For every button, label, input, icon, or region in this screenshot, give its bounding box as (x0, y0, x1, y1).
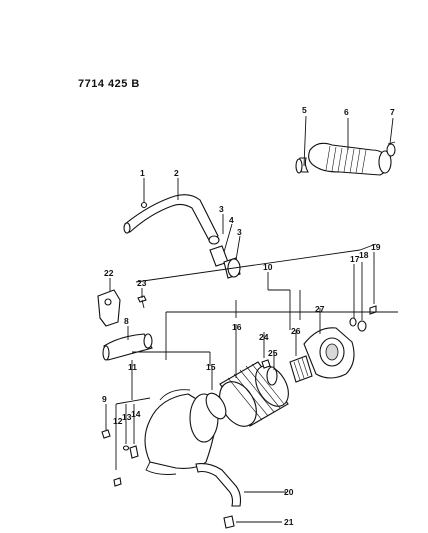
callout-12: 12 (113, 416, 123, 426)
callout-24: 24 (259, 332, 269, 342)
callout-7: 7 (390, 107, 395, 117)
callout-13: 13 (122, 412, 132, 422)
part-17-washer (349, 317, 357, 327)
callout-16: 16 (232, 322, 242, 332)
callout-5: 5 (302, 105, 307, 115)
callout-3-lower: 3 (237, 227, 242, 237)
callouts: 1 2 3 3 4 5 6 7 8 9 10 11 12 13 14 15 16… (102, 105, 395, 527)
callout-18: 18 (359, 250, 369, 260)
callout-21: 21 (284, 517, 294, 527)
part-1-bolt (140, 201, 148, 209)
part-7-clamp (386, 141, 396, 157)
part-22-bracket (97, 289, 121, 327)
callout-2: 2 (174, 168, 179, 178)
callout-4: 4 (229, 215, 234, 225)
part-24-nut (261, 359, 271, 369)
callout-17: 17 (350, 254, 360, 264)
callout-1: 1 (140, 168, 145, 178)
part-21-clip (223, 515, 235, 529)
part-20-outlet-pipe (195, 463, 242, 507)
part-8-hose (102, 333, 153, 361)
callout-23: 23 (137, 278, 147, 288)
callout-25: 25 (268, 348, 278, 358)
callout-22: 22 (104, 268, 114, 278)
callout-14: 14 (131, 409, 141, 419)
callout-9: 9 (102, 394, 107, 404)
callout-19: 19 (371, 242, 381, 252)
part-14-grommet (129, 445, 139, 459)
callout-3-upper: 3 (219, 204, 224, 214)
callout-10: 10 (263, 262, 273, 272)
part-27-cover (303, 327, 355, 379)
callout-8: 8 (124, 316, 129, 326)
callout-26: 26 (291, 326, 301, 336)
callout-27: 27 (315, 304, 325, 314)
callout-15: 15 (206, 362, 216, 372)
part-15-seal-ring (205, 392, 227, 420)
part-5-clamp (295, 158, 303, 174)
part-2-breather-hose (123, 194, 219, 243)
part-25-ring (266, 366, 278, 386)
part-18-grommet (357, 320, 367, 332)
part-13-washer (122, 445, 130, 451)
part-6-intake-hose (297, 142, 392, 176)
part-26-wing-nut (289, 355, 313, 383)
callout-20: 20 (284, 487, 294, 497)
callout-11: 11 (128, 362, 137, 372)
part-12-bolt (113, 477, 122, 487)
callout-6: 6 (344, 107, 349, 117)
part-19-clip (369, 305, 377, 315)
part-9-bolt (101, 429, 111, 439)
leader-lines (105, 115, 398, 523)
part-3-clamp-upper (208, 235, 220, 245)
diagram-code: 7714 425 B (78, 78, 140, 90)
part-16-filter-element (219, 361, 289, 427)
